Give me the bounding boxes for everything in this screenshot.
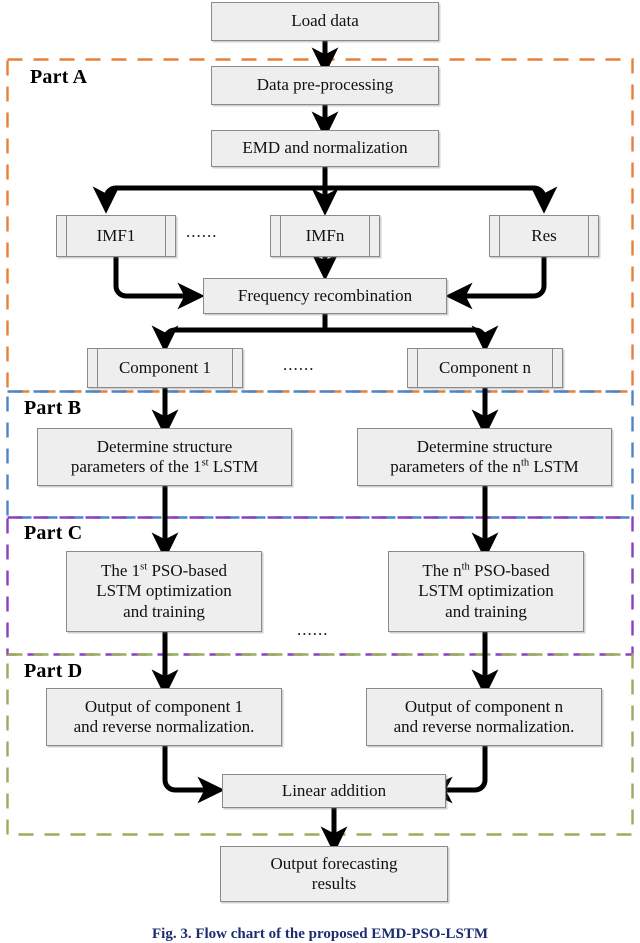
pson-suffix: PSO-based xyxy=(469,561,550,581)
node-pso-lstm-1-line2: LSTM optimization xyxy=(96,581,232,601)
node-output-component-n-line1: Output of component n xyxy=(404,696,564,716)
node-pso-lstm-1-line3: and training xyxy=(123,601,205,621)
pso1-ordinal-suffix: st xyxy=(140,561,148,573)
det1-ordinal-suffix: st xyxy=(201,457,209,469)
detn-suffix: LSTM xyxy=(529,457,579,476)
node-imf1-label: IMF1 xyxy=(96,226,136,245)
node-output-component-1[interactable]: Output of component 1 and reverse normal… xyxy=(46,688,282,746)
node-determine-structure-1[interactable]: Determine structure parameters of the 1s… xyxy=(37,428,292,486)
node-data-preprocessing[interactable]: Data pre-processing xyxy=(211,66,439,105)
node-determine-structure-1-line2: parameters of the 1st LSTM xyxy=(71,457,258,477)
pson-prefix: The n xyxy=(422,561,462,581)
node-pso-lstm-n-line1: The nth PSO-based xyxy=(422,561,549,581)
component-n-left-bar xyxy=(417,349,418,387)
imf1-left-bar xyxy=(66,216,67,256)
node-imfn-label: IMFn xyxy=(305,226,345,245)
arrow-res-to-freq xyxy=(445,257,547,310)
figure-caption: Fig. 3. Flow chart of the proposed EMD-P… xyxy=(152,926,488,942)
node-imf1[interactable]: IMF1 xyxy=(56,215,176,257)
part-b-label: Part B xyxy=(24,397,82,419)
imf-row-ellipsis: ...... xyxy=(186,222,218,241)
detn-prefix: parameters of the n xyxy=(390,457,521,476)
node-output-component-n-line2: and reverse normalization. xyxy=(393,717,575,736)
node-determine-structure-n-line1: Determine structure xyxy=(416,436,553,456)
node-output-forecasting-results-line2: results xyxy=(311,874,357,893)
detn-ordinal-suffix: th xyxy=(520,457,530,469)
bus-freq-left xyxy=(151,325,325,353)
node-output-component-1-line2: and reverse normalization. xyxy=(73,717,255,736)
node-determine-structure-n[interactable]: Determine structure parameters of the nt… xyxy=(357,428,612,486)
node-emd-normalization-label: EMD and normalization xyxy=(242,138,408,158)
bus-emd-left xyxy=(92,185,325,214)
node-component-n[interactable]: Component n xyxy=(407,348,563,388)
node-component-n-label: Component n xyxy=(438,358,532,377)
part-b-frame xyxy=(6,390,634,519)
node-component-1[interactable]: Component 1 xyxy=(87,348,243,388)
component-row-ellipsis: ...... xyxy=(283,355,315,374)
imf1-right-bar xyxy=(165,216,166,256)
pso-row-ellipsis: ...... xyxy=(297,620,329,639)
pso1-prefix: The 1 xyxy=(100,561,141,581)
node-load-data[interactable]: Load data xyxy=(211,2,439,41)
component-1-right-bar xyxy=(232,349,233,387)
node-imfn[interactable]: IMFn xyxy=(270,215,380,257)
node-res-label: Res xyxy=(531,226,557,245)
imfn-left-bar xyxy=(280,216,281,256)
node-pso-lstm-n[interactable]: The nth PSO-based LSTM optimization and … xyxy=(388,551,584,632)
part-a-label: Part A xyxy=(30,66,88,88)
node-pso-lstm-1[interactable]: The 1st PSO-based LSTM optimization and … xyxy=(66,551,262,632)
node-frequency-recombination[interactable]: Frequency recombination xyxy=(203,278,447,314)
det1-prefix: parameters of the 1 xyxy=(70,457,202,476)
res-right-bar xyxy=(588,216,589,256)
node-output-forecasting-results[interactable]: Output forecasting results xyxy=(220,846,448,902)
bus-emd-right xyxy=(325,185,558,214)
node-data-preprocessing-label: Data pre-processing xyxy=(256,75,394,95)
node-output-component-1-line1: Output of component 1 xyxy=(84,696,244,716)
pson-ordinal-suffix: th xyxy=(461,561,470,573)
component-1-left-bar xyxy=(97,349,98,387)
node-output-component-n[interactable]: Output of component n and reverse normal… xyxy=(366,688,602,746)
node-res[interactable]: Res xyxy=(489,215,599,257)
node-linear-addition-label: Linear addition xyxy=(281,780,387,800)
part-d-label: Part D xyxy=(24,660,83,682)
node-determine-structure-n-line2: parameters of the nth LSTM xyxy=(390,457,579,477)
node-load-data-label: Load data xyxy=(291,11,359,31)
det1-suffix: LSTM xyxy=(208,457,259,476)
component-n-right-bar xyxy=(552,349,553,387)
node-pso-lstm-n-line3: and training xyxy=(445,601,527,621)
node-determine-structure-1-line1: Determine structure xyxy=(96,436,233,456)
res-left-bar xyxy=(499,216,500,256)
node-pso-lstm-1-line1: The 1st PSO-based xyxy=(101,561,227,581)
part-c-label: Part C xyxy=(24,522,83,544)
node-pso-lstm-n-line2: LSTM optimization xyxy=(418,581,554,601)
imfn-right-bar xyxy=(369,216,370,256)
part-d-frame xyxy=(6,653,634,836)
arrow-outn-to-linear xyxy=(425,746,488,804)
arrow-imf1-to-freq xyxy=(113,257,205,310)
bus-freq-right xyxy=(325,325,499,353)
arrow-out1-to-linear xyxy=(162,746,225,804)
pso1-suffix: PSO-based xyxy=(147,561,228,581)
node-output-forecasting-results-line1: Output forecasting xyxy=(270,853,398,873)
node-frequency-recombination-label: Frequency recombination xyxy=(237,285,413,305)
node-linear-addition[interactable]: Linear addition xyxy=(222,774,446,808)
node-component-1-label: Component 1 xyxy=(118,358,212,377)
node-emd-normalization[interactable]: EMD and normalization xyxy=(211,130,439,167)
